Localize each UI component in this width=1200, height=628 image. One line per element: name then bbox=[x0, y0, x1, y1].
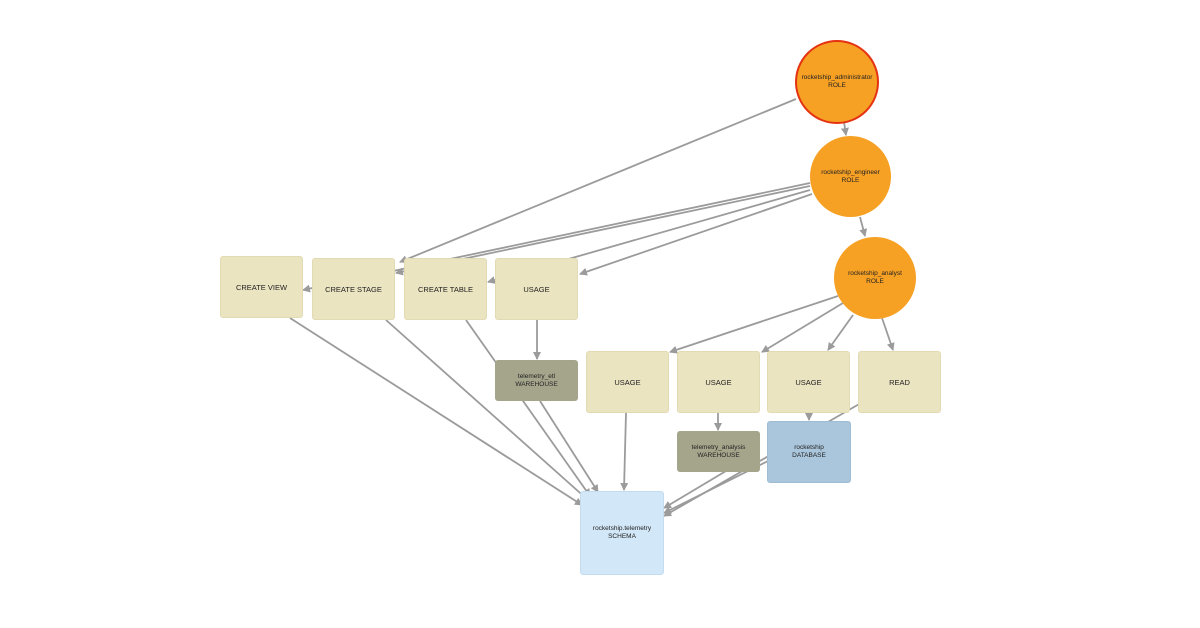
node-name: rocketship_engineer bbox=[821, 168, 880, 176]
privilege-usage-warehouse-etl[interactable]: USAGE bbox=[495, 258, 578, 320]
database-rocketship[interactable]: rocketship DATABASE bbox=[767, 421, 851, 483]
node-name: telemetry_etl bbox=[517, 372, 556, 380]
node-type: ROLE bbox=[828, 82, 846, 89]
warehouse-telemetry-analysis[interactable]: telemetry_analysis WAREHOUSE bbox=[677, 431, 760, 472]
privilege-label: USAGE bbox=[523, 284, 550, 294]
edge-admin-engineer bbox=[840, 121, 849, 136]
warehouse-telemetry-etl[interactable]: telemetry_etl WAREHOUSE bbox=[495, 360, 578, 401]
edge-engineer-usage-etl-b bbox=[579, 193, 813, 276]
privilege-create-view[interactable]: CREATE VIEW bbox=[220, 256, 303, 318]
privilege-create-stage[interactable]: CREATE STAGE bbox=[312, 258, 395, 320]
edge-etl-warehouse-schema bbox=[539, 400, 599, 493]
node-name: rocketship_analyst bbox=[848, 270, 902, 277]
edge-analyst-usage-analysis bbox=[761, 302, 844, 353]
privilege-label: USAGE bbox=[705, 377, 732, 387]
node-name: rocketship bbox=[794, 444, 824, 451]
edge-usage-schema-schema bbox=[620, 412, 629, 491]
edge-analyst-usage-schema bbox=[669, 295, 839, 354]
privilege-create-table[interactable]: CREATE TABLE bbox=[404, 258, 487, 320]
privilege-label: CREATE STAGE bbox=[325, 284, 382, 294]
node-type: SCHEMA bbox=[608, 533, 636, 540]
node-name: rocketship.telemetry bbox=[592, 525, 652, 532]
edge-analysis-warehouse-schema bbox=[663, 470, 727, 509]
node-type: DATABASE bbox=[792, 452, 826, 459]
node-type: ROLE bbox=[841, 176, 860, 184]
edge-engineer-analyst bbox=[859, 216, 868, 237]
edge-analyst-usage-db bbox=[827, 314, 854, 351]
edge-create-stage-schema bbox=[385, 319, 589, 501]
edge-create-view-schema bbox=[289, 317, 583, 506]
edge-create-table-schema bbox=[465, 319, 591, 497]
privilege-label: USAGE bbox=[795, 377, 822, 387]
privilege-label: USAGE bbox=[614, 377, 641, 387]
role-rocketship-analyst[interactable]: rocketship_analyst ROLE bbox=[834, 237, 916, 319]
role-rocketship-engineer[interactable]: rocketship_engineer ROLE bbox=[810, 136, 891, 217]
edge-admin-create-stage bbox=[399, 98, 797, 264]
schema-rocketship-telemetry[interactable]: rocketship.telemetry SCHEMA bbox=[580, 491, 664, 575]
role-rocketship-administrator[interactable]: rocketship_administrator ROLE bbox=[795, 40, 879, 124]
privilege-read[interactable]: READ bbox=[858, 351, 941, 413]
node-type: WAREHOUSE bbox=[697, 451, 740, 459]
privilege-usage-warehouse-analysis[interactable]: USAGE bbox=[677, 351, 760, 413]
node-name: rocketship_administrator bbox=[801, 74, 873, 81]
node-type: WAREHOUSE bbox=[515, 380, 558, 388]
privilege-label: CREATE VIEW bbox=[235, 282, 288, 292]
privilege-usage-schema[interactable]: USAGE bbox=[586, 351, 669, 413]
edge-analyst-read bbox=[881, 317, 895, 351]
node-name: telemetry_analysis bbox=[691, 443, 746, 451]
privilege-label: READ bbox=[889, 377, 910, 387]
node-type: ROLE bbox=[866, 278, 884, 285]
privilege-usage-database[interactable]: USAGE bbox=[767, 351, 850, 413]
privilege-label: CREATE TABLE bbox=[417, 284, 474, 294]
